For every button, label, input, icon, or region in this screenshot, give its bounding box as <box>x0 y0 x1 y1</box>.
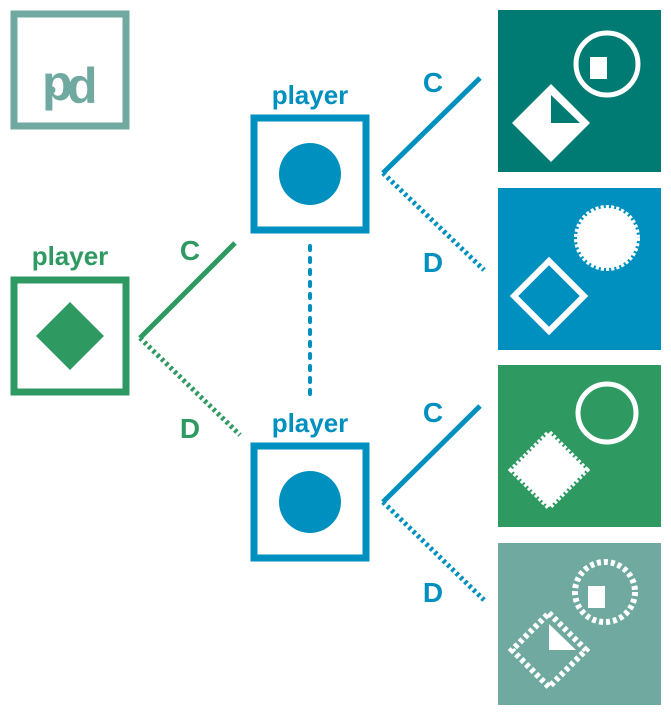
lower-c-edge <box>381 404 482 504</box>
root-d-label: D <box>180 413 200 444</box>
dashed-diamond-icon <box>507 428 591 512</box>
diamond-outline-icon <box>509 256 589 336</box>
upper-d-edge <box>381 171 486 272</box>
upper-c-edge <box>381 76 482 175</box>
upper-player-label: player <box>272 80 349 110</box>
lower-c-label: C <box>423 397 443 428</box>
diamond-icon <box>36 302 104 370</box>
root-d-edge <box>138 336 242 437</box>
root-node <box>10 276 130 396</box>
outcome-dd-box <box>498 543 661 705</box>
pd-logo: p d <box>10 10 130 130</box>
root-player-label: player <box>32 241 109 271</box>
upper-d-label: D <box>423 247 443 278</box>
lower-player-label: player <box>272 408 349 438</box>
circle-outline-icon <box>575 381 639 445</box>
circle-icon <box>279 143 341 205</box>
root-c-label: C <box>180 235 200 266</box>
outcome-dc-box <box>498 365 661 527</box>
quarter-wedge-icon <box>588 586 605 608</box>
root-c-edge <box>138 241 237 340</box>
outcome-cc-box <box>498 10 661 172</box>
lower-node <box>250 442 370 562</box>
upper-c-label: C <box>423 67 443 98</box>
upper-node <box>250 114 370 234</box>
svg-text:d: d <box>67 58 98 114</box>
circle-icon <box>279 471 341 533</box>
circle-outline-icon <box>573 30 641 98</box>
dashed-circle-icon <box>572 559 638 625</box>
outcome-cd-box <box>498 188 661 350</box>
lower-d-label: D <box>423 577 443 608</box>
dashed-circle-icon <box>574 205 640 271</box>
logo-text: p <box>42 55 73 111</box>
